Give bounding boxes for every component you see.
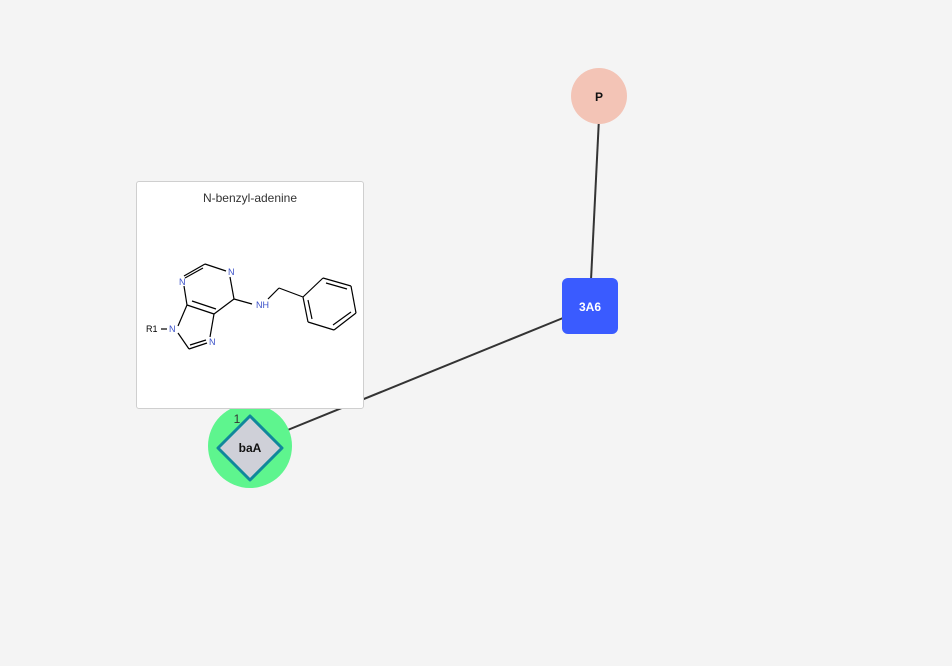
edge-p-3a6[interactable] xyxy=(590,117,600,281)
node-p-label: P xyxy=(595,90,603,104)
atom-nh: NH xyxy=(256,300,269,310)
tooltip-title: N-benzyl-adenine xyxy=(202,191,298,205)
atom-n1: N xyxy=(228,267,235,277)
atom-r1: R1 xyxy=(146,324,158,334)
node-baa-badge: 1 xyxy=(234,412,241,426)
node-baa-diamond xyxy=(216,414,284,482)
node-3a6[interactable]: 3A6 xyxy=(562,278,618,334)
edge-3a6-baa[interactable] xyxy=(267,317,564,439)
node-baa-label: baA xyxy=(239,441,262,455)
atom-n9: N xyxy=(169,324,176,334)
tooltip-card: N-benzyl-adenine xyxy=(136,181,364,409)
atom-n3: N xyxy=(179,277,186,287)
node-baa[interactable]: baA 1 xyxy=(208,404,292,488)
atom-n7: N xyxy=(209,337,216,347)
node-p[interactable]: P xyxy=(571,68,627,124)
node-3a6-label: 3A6 xyxy=(579,300,601,314)
molecule-structure: N N N N NH R1 xyxy=(146,263,357,350)
